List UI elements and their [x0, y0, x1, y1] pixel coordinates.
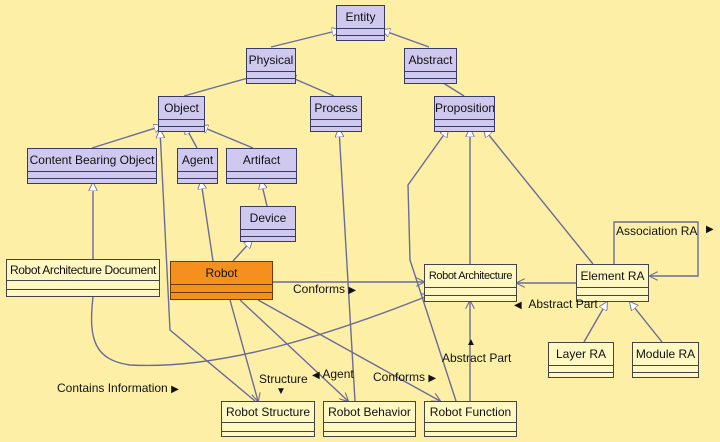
- direction-left-icon: ◀: [312, 370, 320, 381]
- edge-module-element: [630, 302, 663, 343]
- class-physical[interactable]: Physical: [246, 48, 296, 84]
- class-robot-architecture[interactable]: Robot Architecture: [424, 264, 517, 302]
- direction-up-icon: ▲: [466, 337, 476, 348]
- edge-function-proposition: [407, 129, 457, 402]
- edge-cbo-object: [91, 126, 162, 149]
- edge-robot-behavior: [239, 299, 348, 401]
- edge-rad-contains-information: [90, 295, 430, 367]
- class-robot-architecture-document-name: Robot Architecture Document: [10, 263, 156, 277]
- class-abstract-name: Abstract: [408, 53, 453, 67]
- class-object-name: Object: [164, 101, 199, 115]
- label-structure: Structure: [259, 372, 308, 386]
- class-robot-function-name: Robot Function: [429, 405, 512, 419]
- edge-robot-function: [257, 299, 440, 401]
- label-contains-information-text: Contains Information: [57, 381, 168, 395]
- direction-right-icon: ▶: [171, 384, 179, 395]
- class-process[interactable]: Process: [310, 96, 362, 132]
- edge-robot-structure: [229, 299, 258, 401]
- class-robot-structure[interactable]: Robot Structure: [221, 401, 315, 437]
- class-agent[interactable]: Agent: [177, 148, 218, 184]
- direction-down-icon: ▼: [276, 386, 286, 397]
- class-robot-function[interactable]: Robot Function: [424, 401, 517, 437]
- label-structure-text: Structure: [259, 372, 308, 386]
- class-entity[interactable]: Entity: [336, 5, 385, 41]
- class-content-bearing-object[interactable]: Content Bearing Object: [27, 148, 157, 184]
- edge-robot-device: [232, 240, 252, 262]
- class-artifact-name: Artifact: [242, 153, 281, 167]
- label-contains-information: Contains Information ▶: [57, 381, 179, 395]
- edge-abstract-entity: [382, 30, 430, 48]
- label-conforms-robot: Conforms ▶: [293, 282, 356, 296]
- class-device-name: Device: [249, 211, 287, 225]
- direction-left-icon: ◀: [514, 300, 522, 311]
- direction-right-icon: ▶: [428, 373, 437, 384]
- edge-artifact-object: [200, 126, 254, 149]
- class-object[interactable]: Object: [158, 96, 205, 132]
- edge-layer-element: [583, 302, 607, 343]
- edge-robot-agent: [201, 181, 214, 262]
- class-physical-name: Physical: [248, 53, 294, 67]
- class-module-ra[interactable]: Module RA: [632, 342, 699, 378]
- class-element-ra-name: Element RA: [580, 269, 645, 283]
- class-robot-behavior-name: Robot Behavior: [328, 405, 411, 419]
- class-robot[interactable]: Robot: [170, 261, 273, 300]
- label-abstract-part-element: ◀ Abstract Part: [514, 297, 598, 311]
- class-layer-ra[interactable]: Layer RA: [548, 342, 614, 378]
- label-association-ra: Association RA: [616, 224, 697, 238]
- edge-structure-object: [160, 130, 256, 402]
- label-conforms-robot-text: Conforms: [293, 282, 346, 296]
- class-layer-ra-name: Layer RA: [555, 347, 607, 361]
- class-module-ra-name: Module RA: [635, 347, 696, 361]
- label-abstract-part-element-text: Abstract Part: [528, 297, 598, 311]
- edge-behavior-process: [339, 129, 356, 402]
- class-proposition[interactable]: Proposition: [434, 96, 495, 132]
- class-robot-behavior[interactable]: Robot Behavior: [323, 401, 416, 437]
- label-agent-text: Agent: [322, 367, 354, 381]
- direction-right-icon: ▶: [348, 285, 357, 296]
- class-element-ra[interactable]: Element RA: [576, 264, 649, 302]
- class-robot-architecture-name: Robot Architecture: [428, 270, 513, 282]
- label-association-ra-text: Association RA: [616, 224, 698, 238]
- class-proposition-name: Proposition: [435, 101, 494, 115]
- label-abstract-part-function: Abstract Part: [442, 351, 511, 365]
- direction-right-icon: ▶: [706, 224, 714, 235]
- class-process-name: Process: [314, 101, 358, 115]
- edge-device-artifact: [261, 181, 268, 207]
- label-conforms-function-text: Conforms: [373, 370, 426, 384]
- class-entity-name: Entity: [345, 10, 376, 24]
- class-abstract[interactable]: Abstract: [404, 48, 457, 84]
- class-robot-name: Robot: [205, 266, 238, 280]
- class-agent-name: Agent: [181, 153, 214, 167]
- class-robot-structure-name: Robot Structure: [225, 405, 311, 419]
- class-robot-architecture-document[interactable]: Robot Architecture Document: [6, 259, 160, 297]
- class-device[interactable]: Device: [240, 206, 296, 242]
- edge-object-physical: [183, 76, 255, 97]
- label-conforms-function: Conforms ▶: [373, 370, 436, 384]
- label-agent: ◀ Agent: [312, 367, 354, 381]
- edge-physical-entity: [270, 30, 340, 48]
- class-content-bearing-object-name: Content Bearing Object: [29, 153, 155, 167]
- class-artifact[interactable]: Artifact: [226, 148, 297, 184]
- edge-association-ra-loop: [613, 221, 699, 276]
- edge-element-proposition: [484, 129, 594, 265]
- label-abstract-part-function-text: Abstract Part: [442, 351, 512, 365]
